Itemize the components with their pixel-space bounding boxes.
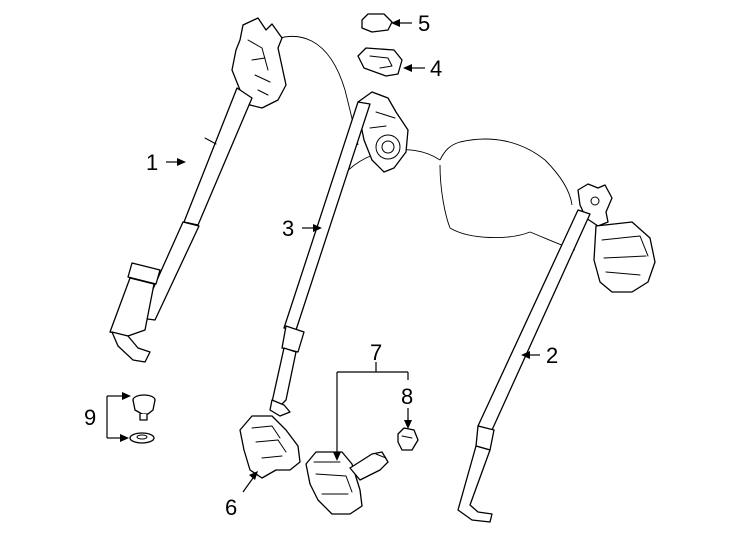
part-7-buckle (305, 451, 389, 515)
part-9-nut (129, 432, 155, 444)
part-1-seat-belt (109, 17, 287, 363)
part-6-buckle (239, 415, 301, 479)
callout-5: 5 (418, 11, 430, 36)
callout-1: 1 (146, 150, 158, 175)
callout-3: 3 (282, 216, 294, 241)
part-9-bolt (132, 394, 156, 421)
part-8-connector (397, 427, 419, 451)
callout-9: 9 (84, 405, 96, 430)
part-5-cover-cap (361, 13, 393, 33)
part-3-seat-belt (269, 91, 409, 417)
callout-4: 4 (430, 56, 442, 81)
callout-7: 7 (370, 340, 382, 365)
callout-6: 6 (225, 495, 237, 520)
part-4-anchor-plate (357, 47, 403, 77)
callout-8: 8 (401, 384, 413, 409)
callout-2: 2 (546, 343, 558, 368)
part-2-seat-belt (457, 183, 656, 523)
leader-lines (106, 19, 540, 493)
